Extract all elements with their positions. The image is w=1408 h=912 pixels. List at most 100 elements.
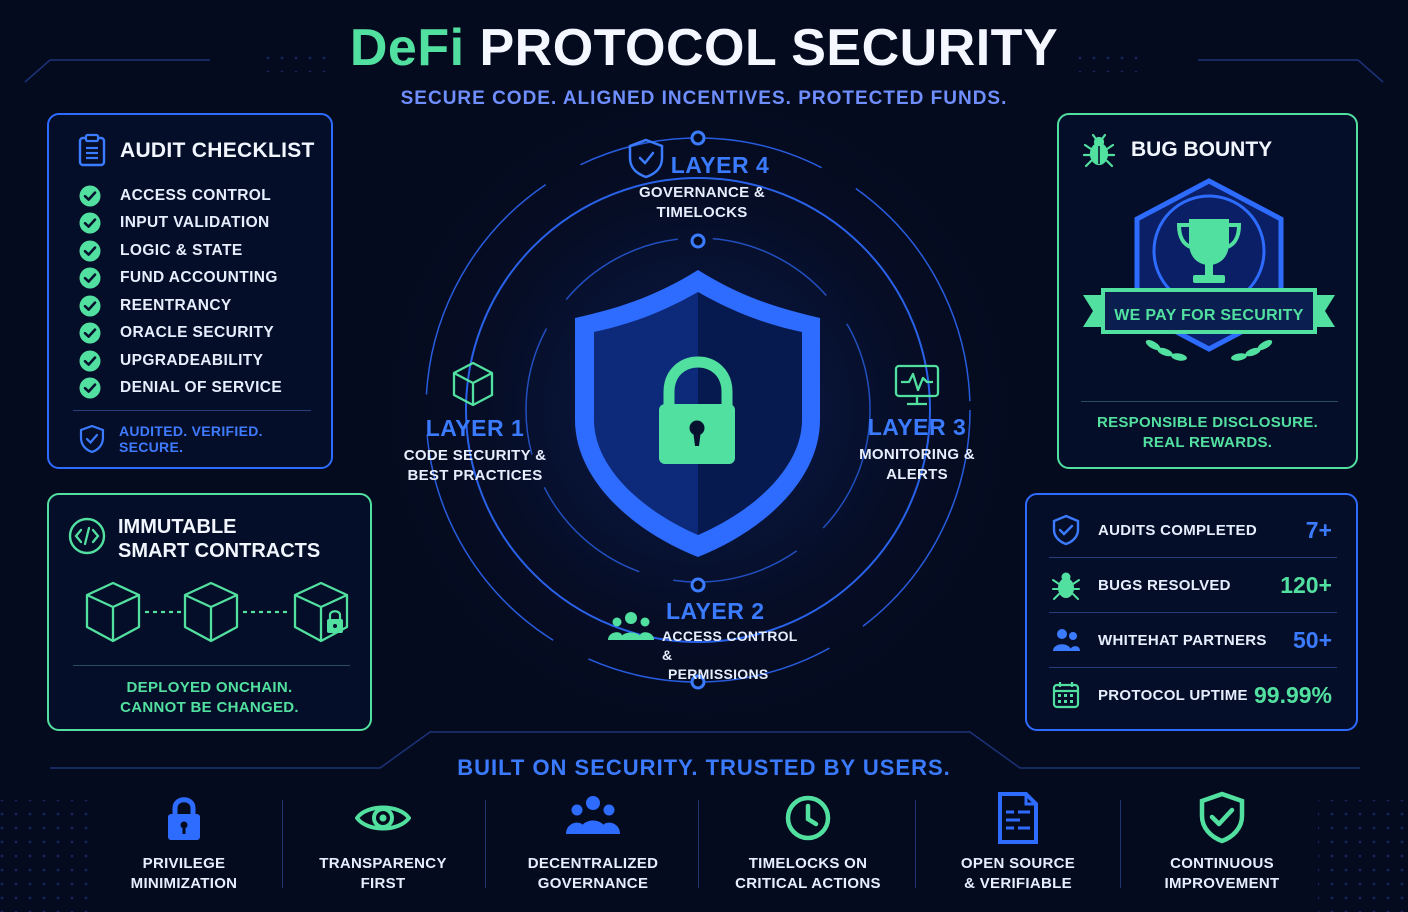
list-item: INPUT VALIDATION: [79, 210, 282, 238]
shield-check-icon: [1199, 791, 1245, 844]
document-icon: [998, 792, 1038, 844]
bug-bounty-footer-line1: RESPONSIBLE DISCLOSURE.: [1096, 414, 1319, 431]
bug-bounty-panel: BUG BOUNTY WE PAY FOR SECURITY RESPONSIB…: [1057, 113, 1358, 469]
feature-label-line1: DECENTRALIZED: [527, 855, 659, 872]
list-item: ORACLE SECURITY: [79, 320, 282, 348]
immutable-title: IMMUTABLE SMART CONTRACTS: [118, 515, 320, 563]
divider: [1049, 612, 1337, 613]
check-circle-icon: [79, 322, 101, 344]
audit-checklist: ACCESS CONTROL INPUT VALIDATION LOGIC & …: [79, 182, 282, 402]
bug-icon: [1082, 133, 1116, 168]
layer4-desc: GOVERNANCE & TIMELOCKS: [622, 183, 782, 223]
list-item: DENIAL OF SERVICE: [79, 375, 282, 403]
users-icon: [608, 612, 654, 640]
layer1-desc-line2: BEST PRACTICES: [407, 467, 543, 484]
users-icon: [1053, 629, 1080, 651]
stat-label: BUGS RESOLVED: [1098, 576, 1231, 594]
feature-label-line1: PRIVILEGE: [142, 855, 226, 872]
checklist-label: UPGRADEABILITY: [120, 351, 264, 369]
clock-icon: [785, 795, 831, 841]
layer4-title: LAYER 4: [670, 152, 770, 178]
feature-open-source: OPEN SOURCE& VERIFIABLE: [918, 790, 1118, 894]
stat-uptime: PROTOCOL UPTIME 99.99%: [1027, 668, 1356, 722]
audit-checklist-title: AUDIT CHECKLIST: [120, 139, 315, 162]
layer4-shield-icon: [628, 138, 664, 179]
feature-label-line2: CRITICAL ACTIONS: [735, 875, 881, 892]
bug-bounty-title: BUG BOUNTY: [1131, 138, 1273, 161]
ring-node: [690, 674, 706, 690]
layer1-desc: CODE SECURITY & BEST PRACTICES: [395, 446, 555, 486]
header: DeFi PROTOCOL SECURITY SECURE CODE. ALIG…: [0, 22, 1408, 110]
feature-label-line2: IMPROVEMENT: [1164, 875, 1280, 892]
checklist-label: LOGIC & STATE: [120, 241, 243, 259]
ring-node: [690, 577, 706, 593]
feature-transparency: TRANSPARENCY FIRST: [283, 790, 483, 894]
padlock-icon: [327, 610, 343, 633]
list-item: FUND ACCOUNTING: [79, 265, 282, 293]
audit-footer: AUDITED. VERIFIED. SECURE.: [79, 423, 331, 455]
list-item: ACCESS CONTROL: [79, 182, 282, 210]
page-subtitle: SECURE CODE. ALIGNED INCENTIVES. PROTECT…: [400, 88, 1008, 109]
feature-governance: DECENTRALIZED GOVERNANCE: [493, 790, 693, 894]
clipboard-icon: [78, 133, 106, 167]
divider: [915, 800, 916, 888]
feature-label-line2: FIRST: [360, 875, 406, 892]
stat-whitehats: WHITEHAT PARTNERS 50+: [1027, 613, 1356, 667]
audit-footer-text: AUDITED. VERIFIED. SECURE.: [118, 423, 263, 455]
ring-node: [690, 130, 706, 146]
checklist-label: DENIAL OF SERVICE: [120, 379, 283, 397]
feature-label-line2: & VERIFIABLE: [964, 875, 1072, 892]
layer2-desc-line2: PERMISSIONS: [668, 666, 769, 682]
ring-node: [690, 233, 706, 249]
list-item: LOGIC & STATE: [79, 237, 282, 265]
cube-icon: [293, 581, 349, 643]
cube-icon: [183, 581, 239, 643]
check-circle-icon: [79, 377, 101, 399]
immutable-footer-line2: CANNOT BE CHANGED.: [120, 699, 299, 716]
checklist-label: ACCESS CONTROL: [120, 186, 272, 204]
bug-bounty-footer: RESPONSIBLE DISCLOSURE. REAL REWARDS.: [1059, 413, 1356, 453]
page-title: DeFi PROTOCOL SECURITY: [0, 22, 1408, 74]
main-padlock-icon: [659, 356, 735, 464]
divider: [73, 410, 311, 411]
check-circle-icon: [79, 240, 101, 262]
stat-bugs: BUGS RESOLVED 120+: [1027, 558, 1356, 612]
shield-check-icon: [1052, 514, 1080, 546]
layer1-desc-line1: CODE SECURITY &: [403, 447, 547, 464]
feature-label-line1: CONTINUOUS: [1170, 855, 1274, 872]
feature-label: TIMELOCKS ON CRITICAL ACTIONS: [708, 854, 908, 894]
divider: [1049, 667, 1337, 668]
layer4-desc-line1: GOVERNANCE &: [638, 184, 766, 201]
checklist-label: ORACLE SECURITY: [120, 324, 275, 342]
feature-timelocks: TIMELOCKS ON CRITICAL ACTIONS: [708, 790, 908, 894]
feature-label-line1: TIMELOCKS ON: [748, 855, 868, 872]
divider: [73, 665, 350, 666]
stat-value: 7+: [1305, 516, 1332, 543]
layer3-desc: MONITORING & ALERTS: [837, 445, 997, 485]
list-item: UPGRADEABILITY: [79, 347, 282, 375]
feature-label: OPEN SOURCE& VERIFIABLE: [918, 854, 1118, 894]
check-circle-icon: [79, 295, 101, 317]
stat-audits: AUDITS COMPLETED 7+: [1027, 503, 1356, 557]
check-circle-icon: [79, 212, 101, 234]
list-item: REENTRANCY: [79, 292, 282, 320]
layer2-desc: ACCESS CONTROL & PERMISSIONS: [662, 627, 802, 684]
feature-label-line1: TRANSPARENCY: [319, 855, 447, 872]
immutable-title-line2: SMART CONTRACTS: [118, 540, 321, 562]
stat-label: WHITEHAT PARTNERS: [1098, 631, 1267, 649]
divider: [1081, 401, 1338, 402]
cube-icon: [452, 361, 494, 407]
audit-checklist-panel: AUDIT CHECKLIST ACCESS CONTROL INPUT VAL…: [47, 113, 333, 469]
layer3-title: LAYER 3: [867, 414, 967, 440]
layer4-desc-line2: TIMELOCKS: [656, 204, 748, 221]
group-icon: [566, 796, 620, 834]
feature-label-line2: GOVERNANCE: [537, 875, 649, 892]
check-circle-icon: [79, 267, 101, 289]
layer1-title: LAYER 1: [425, 415, 525, 441]
feature-label: TRANSPARENCY FIRST: [283, 854, 483, 894]
stat-label: AUDITS COMPLETED: [1098, 521, 1257, 539]
laurel-icon: [1145, 339, 1273, 361]
